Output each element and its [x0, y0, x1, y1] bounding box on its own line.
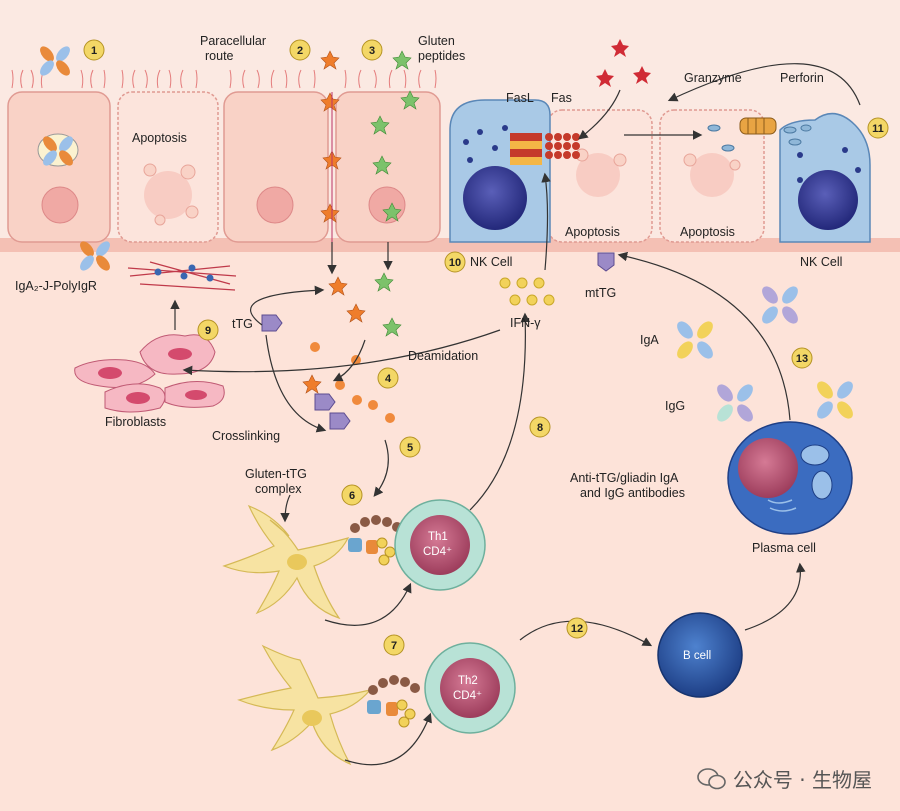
epithelial-cell-apoptotic-1: [117, 91, 219, 243]
svg-text:13: 13: [796, 353, 808, 365]
step-badge-12: 12: [566, 617, 588, 639]
label-gluten: Gluten: [418, 34, 455, 48]
label-igg: IgG: [665, 399, 685, 413]
svg-text:6: 6: [349, 490, 355, 502]
label-fibroblasts: Fibroblasts: [105, 415, 166, 429]
fibroblasts: [74, 334, 225, 413]
label-anti-antibodies-2: and IgG antibodies: [580, 486, 685, 500]
step-badge-9: 9: [197, 319, 219, 341]
microvilli: [11, 69, 437, 89]
fasl-fas-receptor: [510, 133, 580, 165]
step-badge-13: 13: [791, 347, 813, 369]
label-nk-cell-left: NK Cell: [470, 255, 512, 269]
label-paracellular: Paracellular: [200, 34, 266, 48]
step-badge-2: 2: [289, 39, 311, 61]
perforin-pore: [739, 117, 777, 135]
step-badges: 1 2 3 4 5 6 7 8 9 10 11 12 13: [83, 39, 889, 656]
epithelial-cell-1: [7, 91, 111, 243]
svg-text:2: 2: [297, 45, 303, 57]
svg-text:9: 9: [205, 325, 211, 337]
svg-text:1: 1: [91, 45, 97, 57]
svg-text:12: 12: [571, 623, 583, 635]
label-th1-cd4: CD4⁺: [423, 546, 452, 558]
label-perforin: Perforin: [780, 71, 824, 85]
label-th2: Th2: [458, 675, 478, 687]
label-iga: IgA: [640, 333, 659, 347]
step-badge-5: 5: [399, 436, 421, 458]
step-badge-3: 3: [361, 39, 383, 61]
label-fas: Fas: [551, 91, 572, 105]
nk-cell-right: [779, 112, 871, 243]
svg-text:5: 5: [407, 442, 413, 454]
antibodies: [677, 286, 853, 422]
label-ttg: tTG: [232, 317, 253, 331]
svg-text:4: 4: [385, 373, 392, 385]
svg-text:3: 3: [369, 45, 375, 57]
label-deamidation: Deamidation: [408, 349, 478, 363]
step-badge-7: 7: [383, 634, 405, 656]
dendritic-cell-2: [237, 644, 372, 766]
nk-cell-left: [449, 99, 551, 243]
epithelial-cell-2: [223, 91, 329, 243]
label-granzyme: Granzyme: [684, 71, 742, 85]
pathway-arrows: [170, 63, 861, 766]
b-cell: [657, 612, 743, 698]
label-iga-polyigr: IgA₂-J-PolyIgR: [15, 279, 97, 293]
step-badge-11: 11: [867, 117, 889, 139]
label-nk-cell-right: NK Cell: [800, 255, 842, 269]
label-route: route: [205, 49, 234, 63]
svg-text:11: 11: [872, 123, 884, 135]
watermark: 公众号 · 生物屋: [697, 764, 872, 793]
collagen-fibers: [127, 261, 237, 291]
mhc-complex-1: [348, 515, 402, 566]
step-badge-8: 8: [529, 416, 551, 438]
label-plasma-cell: Plasma cell: [752, 541, 816, 555]
granzyme-granules: [707, 124, 812, 152]
svg-text:10: 10: [449, 257, 461, 269]
th2-cell: [424, 642, 516, 734]
label-apoptosis-3: Apoptosis: [680, 225, 735, 239]
label-complex: complex: [255, 482, 302, 496]
label-fasl: FasL: [506, 91, 534, 105]
svg-text:7: 7: [391, 640, 397, 652]
step-badge-1: 1: [83, 39, 105, 61]
mhc-complex-2: [367, 675, 420, 728]
label-apoptosis-2: Apoptosis: [565, 225, 620, 239]
step-badge-10: 10: [444, 251, 466, 273]
th1-cell: [394, 499, 486, 591]
deamidated-dots: [310, 342, 395, 423]
step-badge-4: 4: [377, 367, 399, 389]
ttg-enzyme: [261, 252, 615, 430]
dendritic-cell-1: [222, 504, 350, 620]
label-crosslinking: Crosslinking: [212, 429, 280, 443]
label-th2-cd4: CD4⁺: [453, 690, 482, 702]
epithelial-cell-apoptotic-3: [659, 109, 765, 243]
label-anti-antibodies-1: Anti-tTG/gliadin IgA: [570, 471, 679, 485]
crosslinks: [154, 264, 214, 282]
label-mttg: mtTG: [585, 286, 616, 300]
watermark-text: 公众号 · 生物屋: [732, 768, 872, 792]
label-b-cell: B cell: [683, 650, 711, 662]
plasma-cell: [727, 421, 853, 535]
ifn-gamma-dots: [499, 277, 555, 306]
label-th1: Th1: [428, 531, 448, 543]
label-gluten-ttg: Gluten-tTG: [245, 467, 307, 481]
label-peptides: peptides: [418, 49, 465, 63]
wechat-icon: [697, 767, 726, 789]
label-apoptosis-1: Apoptosis: [132, 131, 187, 145]
label-ifn-gamma: IFN-γ: [510, 316, 541, 330]
epithelial-cell-apoptotic-2: [547, 109, 653, 243]
svg-text:8: 8: [537, 422, 543, 434]
iga-complex: [40, 46, 110, 271]
step-badge-6: 6: [341, 484, 363, 506]
